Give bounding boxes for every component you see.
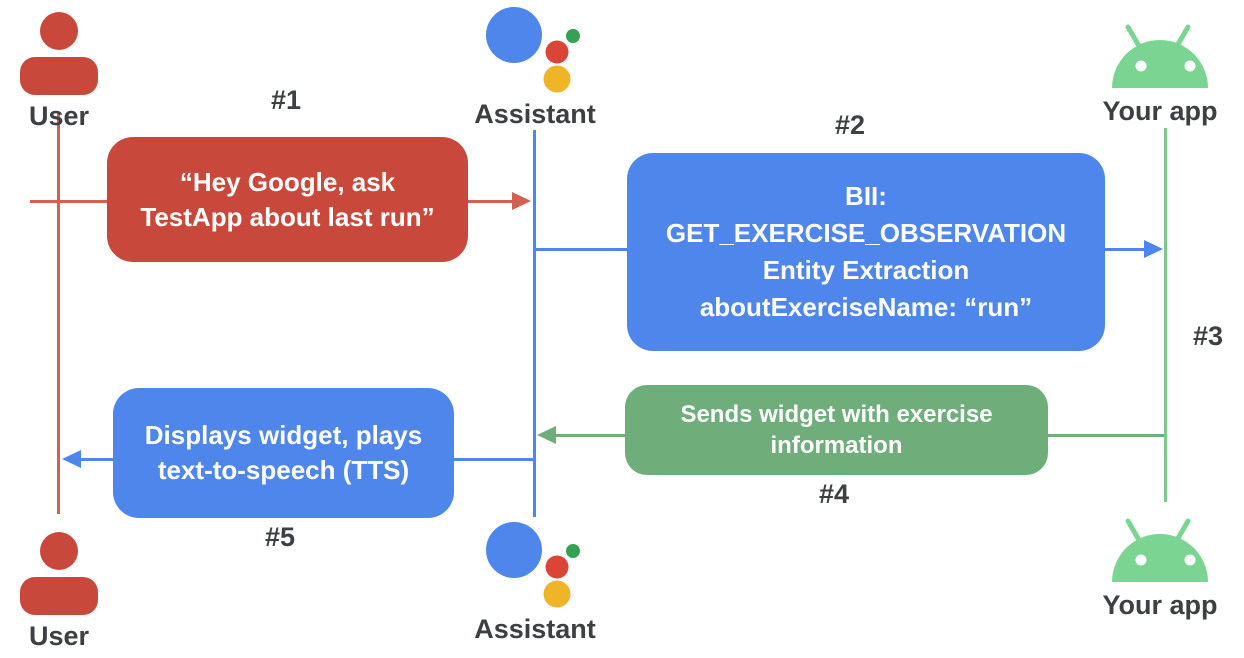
- step-5-label: #5: [264, 522, 296, 552]
- android-icon: [1112, 518, 1208, 582]
- assistant-icon: [486, 7, 580, 93]
- message-4-text: information: [770, 432, 903, 459]
- actor-label: Assistant: [474, 614, 596, 644]
- app-lifeline: [1164, 128, 1167, 502]
- user-lifeline: [57, 112, 60, 514]
- user-icon: [20, 532, 98, 615]
- actor-label: User: [28, 101, 90, 131]
- message-1-text: “Hey Google, ask: [179, 166, 396, 197]
- step-3-label: #3: [1192, 321, 1224, 351]
- message-5-text: Displays widget, plays: [144, 420, 423, 450]
- message-1-arrowhead-icon: [512, 192, 531, 210]
- message-2-text: GET_EXERCISE_OBSERVATION: [665, 218, 1067, 248]
- message-4-arrowhead-icon: [537, 426, 556, 444]
- message-1-box: “Hey Google, ask TestApp about last run”: [107, 137, 468, 262]
- actor-label: User: [28, 621, 90, 651]
- actor-label: Your app: [1102, 590, 1218, 620]
- step-2-label: #2: [834, 110, 866, 140]
- message-5-box: Displays widget, plays text-to-speech (T…: [113, 388, 454, 518]
- message-2-text: BII:: [845, 181, 887, 211]
- assistant-icon: [486, 522, 580, 608]
- actor-app-top: Your app: [1102, 24, 1218, 127]
- message-4-box: Sends widget with exercise information: [625, 385, 1048, 475]
- message-2-box: BII: GET_EXERCISE_OBSERVATION Entity Ext…: [627, 153, 1105, 351]
- actor-label: Assistant: [474, 99, 596, 129]
- message-5-text: text-to-speech (TTS): [157, 455, 410, 485]
- android-icon: [1112, 24, 1208, 88]
- actor-app-bottom: Your app: [1102, 518, 1218, 621]
- message-4-text: Sends widget with exercise: [680, 401, 993, 428]
- actor-label: Your app: [1102, 96, 1218, 126]
- step-1-label: #1: [270, 85, 302, 115]
- message-1-text: TestApp about last run”: [140, 201, 435, 232]
- message-5-arrowhead-icon: [62, 450, 81, 468]
- actor-user-bottom: User: [17, 531, 101, 652]
- actor-assistant-bottom: Assistant: [474, 520, 596, 645]
- user-icon: [20, 12, 98, 95]
- step-4-label: #4: [818, 479, 850, 509]
- actor-assistant-top: Assistant: [474, 5, 596, 130]
- actor-user-top: User: [17, 11, 101, 132]
- message-2-text: Entity Extraction: [762, 255, 970, 285]
- assistant-lifeline: [533, 130, 536, 517]
- message-2-arrowhead-icon: [1144, 240, 1163, 258]
- message-2-text: aboutExerciseName: “run”: [699, 292, 1033, 322]
